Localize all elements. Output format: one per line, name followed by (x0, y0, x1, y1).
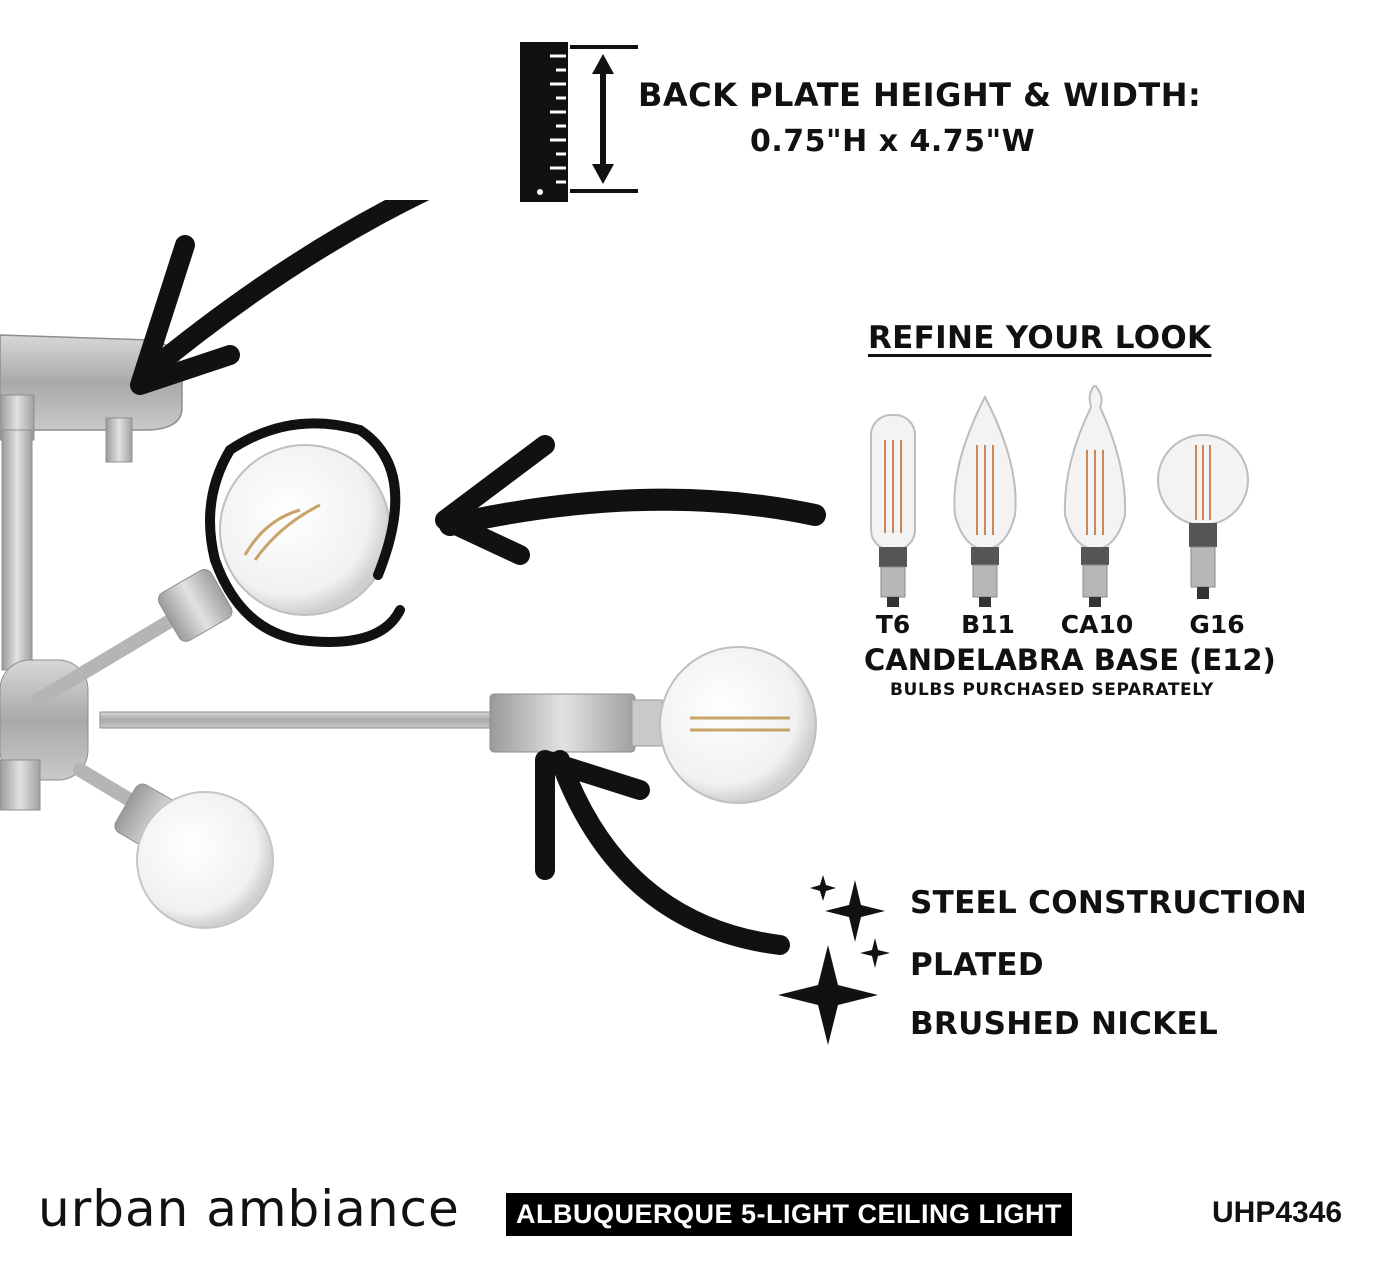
bulb-label-g16: G16 (1189, 610, 1245, 639)
bulb-label-b11: B11 (961, 610, 1015, 639)
g16-bulb-icon (1157, 434, 1249, 599)
product-name-banner: ALBUQUERQUE 5-LIGHT CEILING LIGHT (506, 1193, 1072, 1236)
refine-title: REFINE YOUR LOOK (868, 320, 1212, 356)
feature-brushed-nickel: BRUSHED NICKEL (910, 1006, 1219, 1042)
back-plate-dimensions: 0.75"H x 4.75"W (750, 124, 1036, 159)
feature-steel-construction: STEEL CONSTRUCTION (910, 885, 1308, 921)
product-name: ALBUQUERQUE 5-LIGHT CEILING LIGHT (516, 1199, 1062, 1229)
ca10-bulb-icon (1063, 385, 1127, 607)
b11-bulb-icon (953, 394, 1017, 607)
back-plate-title: BACK PLATE HEIGHT & WIDTH: (638, 76, 1202, 114)
bulbs-purchased-note: BULBS PURCHASED SEPARATELY (890, 680, 1214, 700)
bulb-label-ca10: CA10 (1060, 610, 1134, 639)
bulb-label-t6: T6 (875, 610, 911, 639)
feature-plated: PLATED (910, 947, 1044, 983)
product-sku: UHP4346 (1212, 1196, 1343, 1229)
sparkle-icon (778, 875, 890, 1045)
ceiling-light-illustration (0, 200, 890, 1045)
brand-logo: urban ambiance (38, 1180, 460, 1238)
candelabra-base-text: CANDELABRA BASE (E12) (864, 643, 1276, 677)
ruler-height-icon (520, 42, 638, 202)
t6-bulb-icon (870, 414, 916, 607)
